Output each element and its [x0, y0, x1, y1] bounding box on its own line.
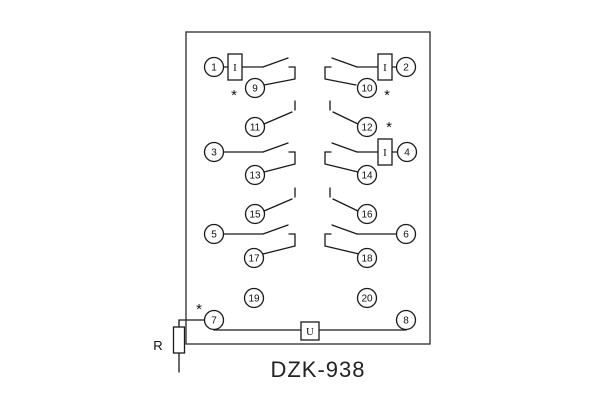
- resistor: [172, 326, 186, 354]
- svg-text:17: 17: [248, 254, 260, 265]
- current-coil-2: I: [377, 53, 393, 81]
- svg-text:16: 16: [361, 210, 373, 221]
- terminal-15: 15: [244, 203, 266, 225]
- svg-text:10: 10: [361, 84, 373, 95]
- svg-text:5: 5: [211, 230, 217, 241]
- wiring: [178, 57, 407, 373]
- terminal-18: 18: [356, 247, 378, 269]
- terminal-7: 7: [203, 309, 225, 331]
- svg-text:I: I: [383, 147, 387, 159]
- terminal-14: 14: [356, 164, 378, 186]
- terminal-17: 17: [243, 247, 265, 269]
- terminal-2: 2: [395, 56, 417, 78]
- svg-text:8: 8: [403, 316, 409, 327]
- svg-text:13: 13: [249, 171, 261, 182]
- terminal-13: 13: [244, 164, 266, 186]
- polarity-mark-coil-2: *: [384, 87, 390, 104]
- resistor-label: R: [153, 338, 162, 353]
- current-coil-1: I: [227, 53, 243, 81]
- svg-text:7: 7: [211, 316, 217, 327]
- svg-text:19: 19: [248, 294, 260, 305]
- terminal-16: 16: [356, 203, 378, 225]
- svg-text:11: 11: [250, 123, 261, 134]
- terminal-8: 8: [395, 309, 417, 331]
- polarity-mark-coil-1: *: [231, 87, 237, 104]
- svg-text:12: 12: [361, 123, 373, 134]
- terminal-6: 6: [395, 223, 417, 245]
- terminal-11: 11: [244, 116, 266, 138]
- terminal-20: 20: [356, 287, 378, 309]
- svg-text:3: 3: [211, 148, 217, 159]
- polarity-mark-voltage-coil: *: [196, 301, 202, 318]
- terminal-1: 1: [203, 56, 225, 78]
- svg-text:1: 1: [211, 63, 217, 74]
- terminal-10: 10: [356, 77, 378, 99]
- svg-text:I: I: [383, 62, 387, 74]
- terminal-19: 19: [243, 287, 265, 309]
- svg-text:9: 9: [252, 84, 258, 95]
- svg-text:2: 2: [403, 63, 409, 74]
- terminal-12: 12: [356, 116, 378, 138]
- terminal-9: 9: [244, 77, 266, 99]
- svg-text:I: I: [233, 62, 237, 74]
- terminal-4: 4: [396, 141, 418, 163]
- svg-text:14: 14: [361, 171, 373, 182]
- terminal-5: 5: [203, 223, 225, 245]
- terminal-3: 3: [203, 141, 225, 163]
- svg-text:18: 18: [361, 254, 373, 265]
- svg-text:15: 15: [249, 210, 261, 221]
- voltage-coil: U: [300, 321, 320, 341]
- svg-text:U: U: [306, 326, 314, 338]
- svg-text:4: 4: [404, 148, 410, 159]
- svg-text:6: 6: [403, 230, 409, 241]
- relay-outline-box: [185, 31, 431, 345]
- polarity-mark-coil-4: *: [386, 119, 392, 136]
- diagram-title: DZK-938: [270, 357, 365, 382]
- current-coil-4: I: [377, 138, 393, 166]
- svg-text:20: 20: [361, 294, 373, 305]
